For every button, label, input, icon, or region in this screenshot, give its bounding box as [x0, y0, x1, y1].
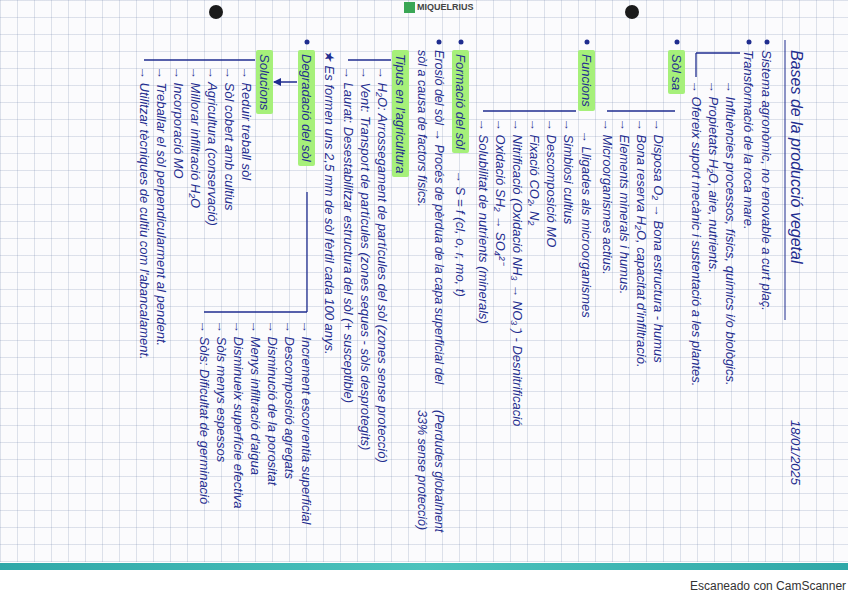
- list-item: → Descomposició agregats: [281, 320, 298, 479]
- list-item: → Menys infiltració d'aigua: [247, 320, 264, 475]
- list-item: → Increment escorrentia superficial: [298, 320, 315, 524]
- list-item: → Disposa O₂ → Bona estructura - humus: [650, 118, 667, 363]
- date: 18/01/2025: [787, 420, 804, 485]
- list-item: → Disminueix superfície efectiva: [230, 320, 247, 509]
- list-item: → Propietats H₂O, aire, nutrients.: [705, 80, 722, 273]
- highlight-heading: Sòl sa: [668, 50, 685, 94]
- highlight-heading: Degradació del sòl: [298, 50, 315, 166]
- list-item: → Simbiosi cultius: [560, 118, 577, 224]
- rotated-notes: Bases de la producció vegetal 18/01/2025 S…: [25, 20, 835, 560]
- list-item: → Sòl cobert amb cultius: [221, 66, 238, 211]
- heading-text: Funcions: [579, 54, 594, 107]
- list-item: → Sòls menys espessos: [213, 320, 230, 462]
- heading-text: Degradació del sòl: [299, 54, 314, 162]
- formula: → S = f (cl, o, r, mo, t): [452, 170, 469, 297]
- list-item: → Descomposició MO: [543, 118, 560, 247]
- list-item: → Elements minerals i humus.: [616, 118, 633, 294]
- list-item: → Ofereix suport mecànic i sustentació a…: [688, 80, 705, 386]
- list-item: → Reduir treball sòl: [238, 66, 255, 180]
- list-item: → Incorporació MO: [170, 66, 187, 179]
- scanner-band: [0, 563, 848, 570]
- starred-note: ★ Es formen uns 2,5 mm de sòl fèrtil cad…: [321, 50, 338, 355]
- list-item: → Utilitzar tècniques de cultiu com l'ab…: [136, 66, 153, 360]
- list-item: → Nitrificació (Oxidació NH₃ → NO₃⁻) - D…: [509, 118, 526, 426]
- note-line: Erosió del sòl → Procés de pèrdua de la …: [413, 50, 447, 395]
- highlight-heading: Formació del sòl: [452, 50, 469, 153]
- list-item: → H₂O: Arrossegament de partícules del s…: [374, 66, 391, 463]
- list-item: → Laurat: Desestabilitzar estructura del…: [340, 66, 357, 403]
- highlight-heading: Solucions: [256, 50, 273, 114]
- list-item: → Agricultura (conservació): [204, 66, 221, 226]
- brand-logo: MIQUELRIUS: [417, 1, 474, 14]
- list-item: → Solubilitat de nutrients (minerals): [475, 118, 492, 324]
- list-item: → Oxidació SH₂ → SO₄²⁻: [492, 118, 509, 264]
- list-item: → Millorar infiltració H₂O: [187, 66, 204, 208]
- page-title: Bases de la producció vegetal: [787, 50, 806, 263]
- list-item: → Vent: Transport de partícules (zones s…: [357, 66, 374, 450]
- list-item: → Fixació CO₂, N₂: [526, 118, 543, 225]
- heading-text: Sòl sa: [669, 54, 684, 90]
- list-item: → Microorganismes actius.: [599, 118, 616, 275]
- highlight-heading: Funcions: [578, 50, 595, 111]
- list-item: → Disminució de la porositat: [264, 320, 281, 485]
- list-item: → Sòls: Dificultat de germinació: [196, 320, 213, 504]
- highlight-heading: Tipus en l'agricultura: [392, 50, 409, 177]
- note-line: Transformació de la roca mare.: [740, 50, 757, 230]
- arrow-connector: [274, 81, 297, 82]
- list-item: → Treballar el sòl perpendicularment al …: [153, 66, 170, 346]
- scanner-watermark: Escaneado con CamScanner: [690, 578, 846, 595]
- heading-text: Tipus en l'agricultura: [393, 54, 408, 173]
- heading-text: Solucions: [257, 54, 272, 110]
- list-item: → Lligades als microorganismes: [578, 130, 595, 318]
- list-item: → Influències processos, físics, químics…: [722, 80, 739, 386]
- list-item: → Bona reserva H₂O, capacitat d'infiltra…: [633, 118, 650, 368]
- heading-text: Formació del sòl: [453, 54, 468, 149]
- side-note: (Perdudes globalment 33% sense protecció…: [413, 410, 447, 555]
- note-line: Sistema agronòmic, no renovable a curt p…: [758, 50, 775, 311]
